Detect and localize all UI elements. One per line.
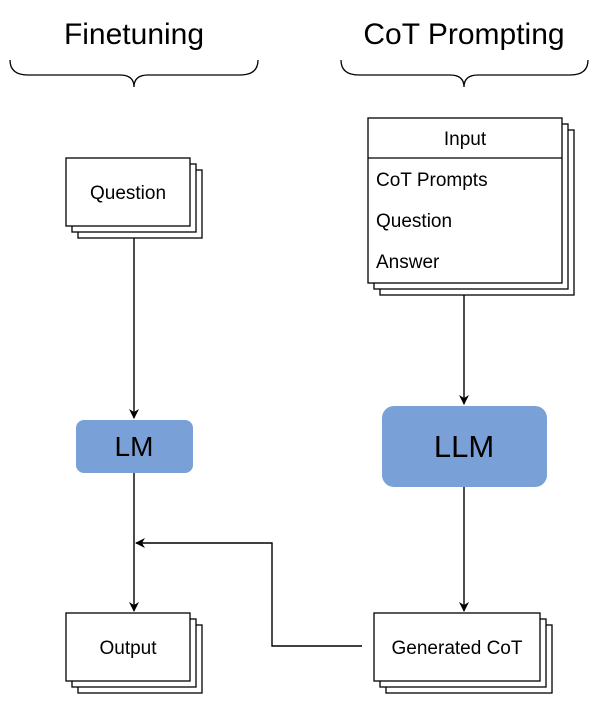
lm-label: LM — [115, 431, 154, 462]
output-stack — [65, 612, 203, 694]
generated-cot-stack — [373, 612, 553, 694]
cot-prompting-heading: CoT Prompting — [363, 18, 564, 51]
llm-box — [382, 406, 547, 487]
finetuning-brace — [9, 59, 259, 88]
question-stack — [65, 157, 203, 239]
input-item-question: Question — [376, 211, 452, 232]
llm-label: LLM — [434, 429, 494, 464]
input-header: Input — [444, 129, 487, 150]
arrow-generated-cot-to-finetuning — [135, 538, 362, 647]
cot-prompting-brace — [340, 59, 589, 88]
input-stack — [367, 117, 575, 296]
generated-cot-label: Generated CoT — [392, 638, 523, 659]
input-item-cot-prompts: CoT Prompts — [376, 170, 488, 191]
question-label: Question — [90, 183, 166, 204]
lm-box — [76, 420, 193, 473]
output-label: Output — [99, 638, 157, 659]
input-item-answer: Answer — [376, 252, 440, 273]
finetuning-heading: Finetuning — [64, 18, 204, 51]
